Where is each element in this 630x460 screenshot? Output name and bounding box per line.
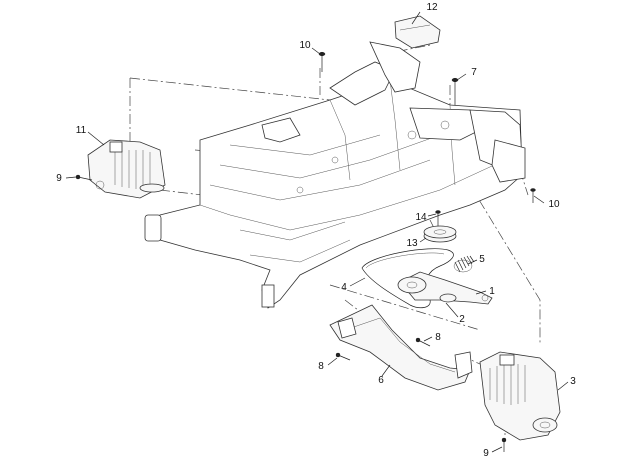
callout-8-upper: 8 [435, 332, 441, 343]
part-12-cover-plate [394, 15, 441, 49]
part-8-bolt-lower [335, 352, 351, 361]
main-frame [144, 41, 526, 309]
callout-labels: 12 10 7 11 9 10 14 13 5 4 1 2 8 8 6 3 9 [56, 2, 576, 459]
callout-4: 4 [341, 282, 347, 293]
part-7-bolt [451, 77, 459, 105]
part-2-idler-pulley [397, 276, 457, 303]
part-9-bolt-right [501, 437, 507, 452]
callout-9-left: 9 [56, 173, 62, 184]
callout-7: 7 [471, 67, 477, 78]
leader-lines [65, 11, 569, 453]
callout-11: 11 [76, 125, 87, 136]
part-5-spring [453, 255, 475, 273]
part-8-bolt-upper [415, 337, 431, 347]
callout-3: 3 [570, 376, 576, 387]
callout-14: 14 [415, 212, 427, 223]
callout-8-lower: 8 [318, 361, 324, 372]
part-4-belt [361, 248, 454, 309]
callout-10-right: 10 [548, 199, 560, 210]
part-14-bolt [435, 210, 441, 228]
callout-2: 2 [459, 314, 465, 325]
part-9-bolt-left [75, 174, 93, 181]
part-11-left-transmission [87, 139, 166, 199]
callout-12: 12 [426, 2, 438, 13]
callout-5: 5 [479, 254, 485, 265]
part-6-mount-bracket [329, 304, 473, 391]
callout-10-top: 10 [299, 40, 311, 51]
callout-13: 13 [406, 238, 418, 249]
part-10-bolt-right [530, 188, 536, 203]
part-10-bolt-top [318, 51, 326, 72]
part-3-right-transmission [479, 351, 561, 441]
callout-9-right: 9 [483, 448, 489, 459]
callout-1: 1 [489, 286, 495, 297]
part-13-pulley [423, 225, 457, 243]
callout-6: 6 [378, 375, 384, 386]
